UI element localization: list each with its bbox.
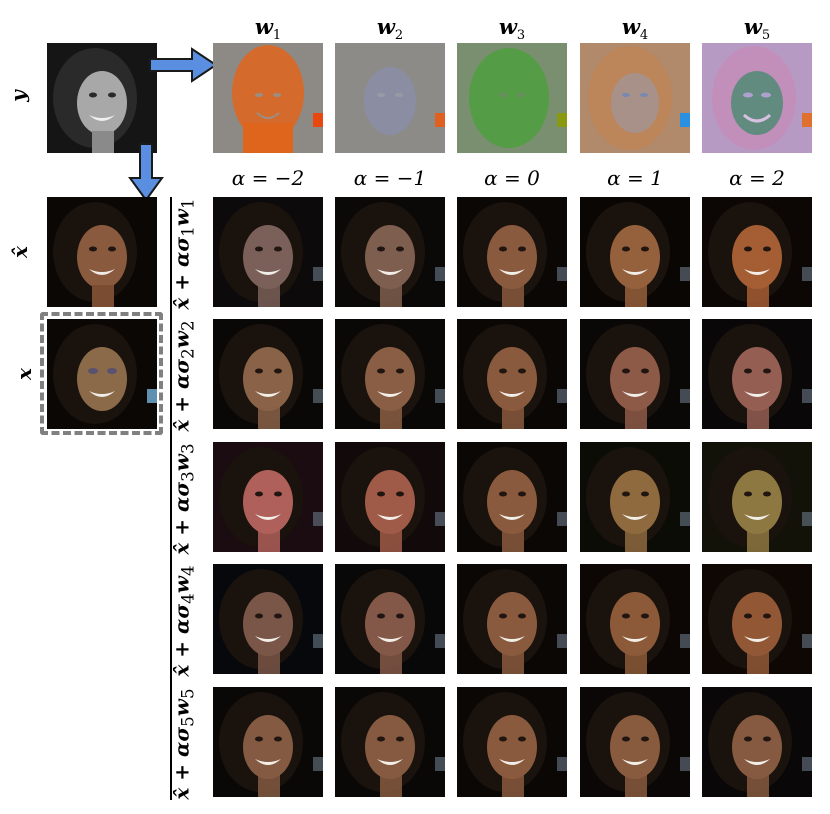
face-r5-c1: [213, 687, 323, 797]
mean-image: [47, 197, 157, 307]
face-r2-c1: [213, 319, 323, 429]
face-r4-c1: [213, 564, 323, 674]
row-label-2: x̂ + ασ2w2: [169, 320, 198, 432]
face-r3-c3: [457, 442, 567, 552]
face-r5-c3: [457, 687, 567, 797]
row-label-1: x̂ + ασ1w1: [169, 198, 198, 310]
row-label-3: x̂ + ασ3w3: [169, 443, 198, 555]
input-label: y: [5, 90, 30, 102]
face-r3-c4: [580, 442, 690, 552]
face-r3-c1: [213, 442, 323, 552]
row-label-5: x̂ + ασ5w5: [169, 688, 198, 800]
direction-image-w4: [580, 43, 690, 153]
arrow-right-icon: [149, 47, 218, 83]
face-r4-c5: [702, 564, 812, 674]
face-r3-c5: [702, 442, 812, 552]
truth-image: [47, 319, 157, 429]
face-r1-c2: [335, 197, 445, 307]
face-r2-c2: [335, 319, 445, 429]
row-label-4: x̂ + ασ4w4: [169, 565, 198, 677]
alpha-label-2: α = 2: [729, 166, 785, 190]
face-r4-c3: [457, 564, 567, 674]
face-r1-c1: [213, 197, 323, 307]
face-r5-c2: [335, 687, 445, 797]
face-r4-c2: [335, 564, 445, 674]
face-r1-c5: [702, 197, 812, 307]
face-r2-c4: [580, 319, 690, 429]
header-w2: w2: [376, 14, 404, 44]
face-r2-c3: [457, 319, 567, 429]
face-r4-c4: [580, 564, 690, 674]
direction-image-w5: [702, 43, 812, 153]
header-w1: w1: [254, 14, 282, 44]
alpha-label-minus2: α = −2: [231, 166, 305, 190]
mean-label: x̂: [7, 246, 32, 258]
direction-image-w3: [457, 43, 567, 153]
direction-image-w2: [335, 43, 445, 153]
header-w4: w4: [621, 14, 649, 44]
input-image-y: [47, 43, 157, 153]
truth-dashed-frame: [40, 312, 163, 435]
direction-image-w1: [213, 43, 323, 153]
face-r1-c4: [580, 197, 690, 307]
alpha-label-1: α = 1: [607, 166, 663, 190]
face-r2-c5: [702, 319, 812, 429]
alpha-label-0: α = 0: [484, 166, 540, 190]
face-r5-c5: [702, 687, 812, 797]
header-w3: w3: [498, 14, 526, 44]
arrow-down-icon: [128, 143, 164, 202]
face-r5-c4: [580, 687, 690, 797]
face-r3-c2: [335, 442, 445, 552]
separator-line: [170, 197, 172, 800]
truth-label: x: [11, 368, 36, 380]
header-w5: w5: [743, 14, 771, 44]
face-r1-c3: [457, 197, 567, 307]
alpha-label-minus1: α = −1: [353, 166, 427, 190]
